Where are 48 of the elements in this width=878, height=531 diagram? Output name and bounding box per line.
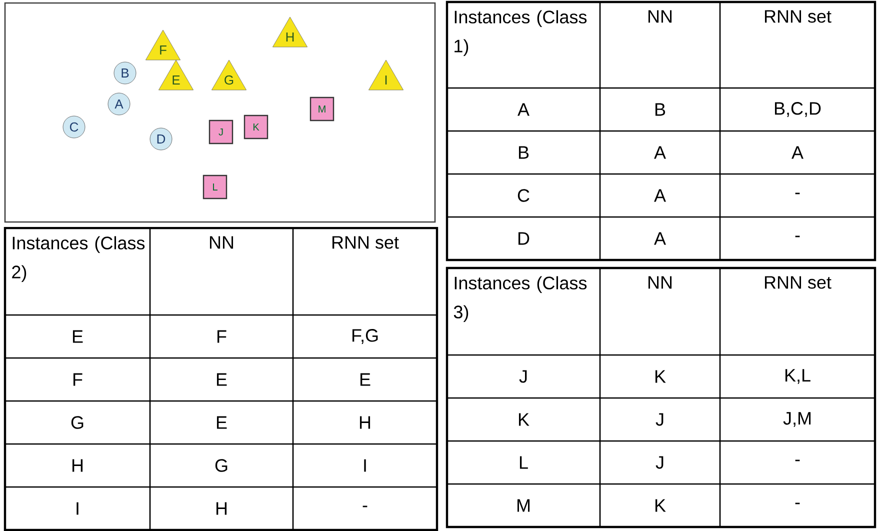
table-cell: H <box>72 459 83 472</box>
table-cell: K <box>655 370 666 383</box>
column-header: NN <box>648 276 672 289</box>
table-cell: H <box>216 502 227 515</box>
table-cell: E <box>216 416 227 429</box>
table-cell: K <box>518 413 530 426</box>
table-cell: H <box>360 416 370 429</box>
table-cell: J,M <box>783 412 811 427</box>
table-cell: F <box>217 330 226 343</box>
table-cell: G <box>71 416 84 429</box>
table-cell: - <box>362 506 368 508</box>
table-cell: A <box>654 146 666 159</box>
table-cell: J <box>519 370 527 383</box>
table-cell: A <box>518 103 530 116</box>
table-cell: E <box>72 330 83 343</box>
column-header: Instances (Class 1) <box>454 10 587 56</box>
table-cell: B <box>518 146 529 159</box>
table-cell: J <box>656 456 664 469</box>
column-header: NN <box>648 10 672 23</box>
column-header: RNN set <box>764 276 832 289</box>
table-cell: I <box>76 502 78 515</box>
table-cell: K <box>655 499 666 512</box>
column-header: RNN set <box>332 236 399 249</box>
column-header: Instances (Class 3) <box>454 276 587 322</box>
table-cell: A <box>654 189 666 202</box>
table-cell: - <box>795 460 800 462</box>
table-cell: M <box>517 499 530 512</box>
table-cell: F,G <box>352 329 378 344</box>
table-cell: E <box>216 373 227 386</box>
table-cell: - <box>795 502 800 504</box>
table-cell: G <box>215 459 228 472</box>
column-header: RNN set <box>764 10 832 23</box>
table-cell: A <box>792 146 804 159</box>
table-cell: L <box>520 456 528 469</box>
table-cell: K,L <box>785 369 810 384</box>
table-cell: D <box>518 232 530 245</box>
table-cell: B <box>655 103 666 116</box>
table-cell: I <box>364 459 366 472</box>
table-cell: B,C,D <box>774 102 821 117</box>
table-cell: J <box>656 413 664 426</box>
table-cell: A <box>654 232 666 245</box>
column-header: NN <box>210 236 234 249</box>
column-header: Instances (Class 2) <box>12 236 145 282</box>
table-cell: C <box>518 189 530 202</box>
table-cell: F <box>73 373 82 386</box>
table-cell: - <box>795 192 800 194</box>
table-cell: - <box>795 236 800 238</box>
table-cell: E <box>360 373 370 386</box>
